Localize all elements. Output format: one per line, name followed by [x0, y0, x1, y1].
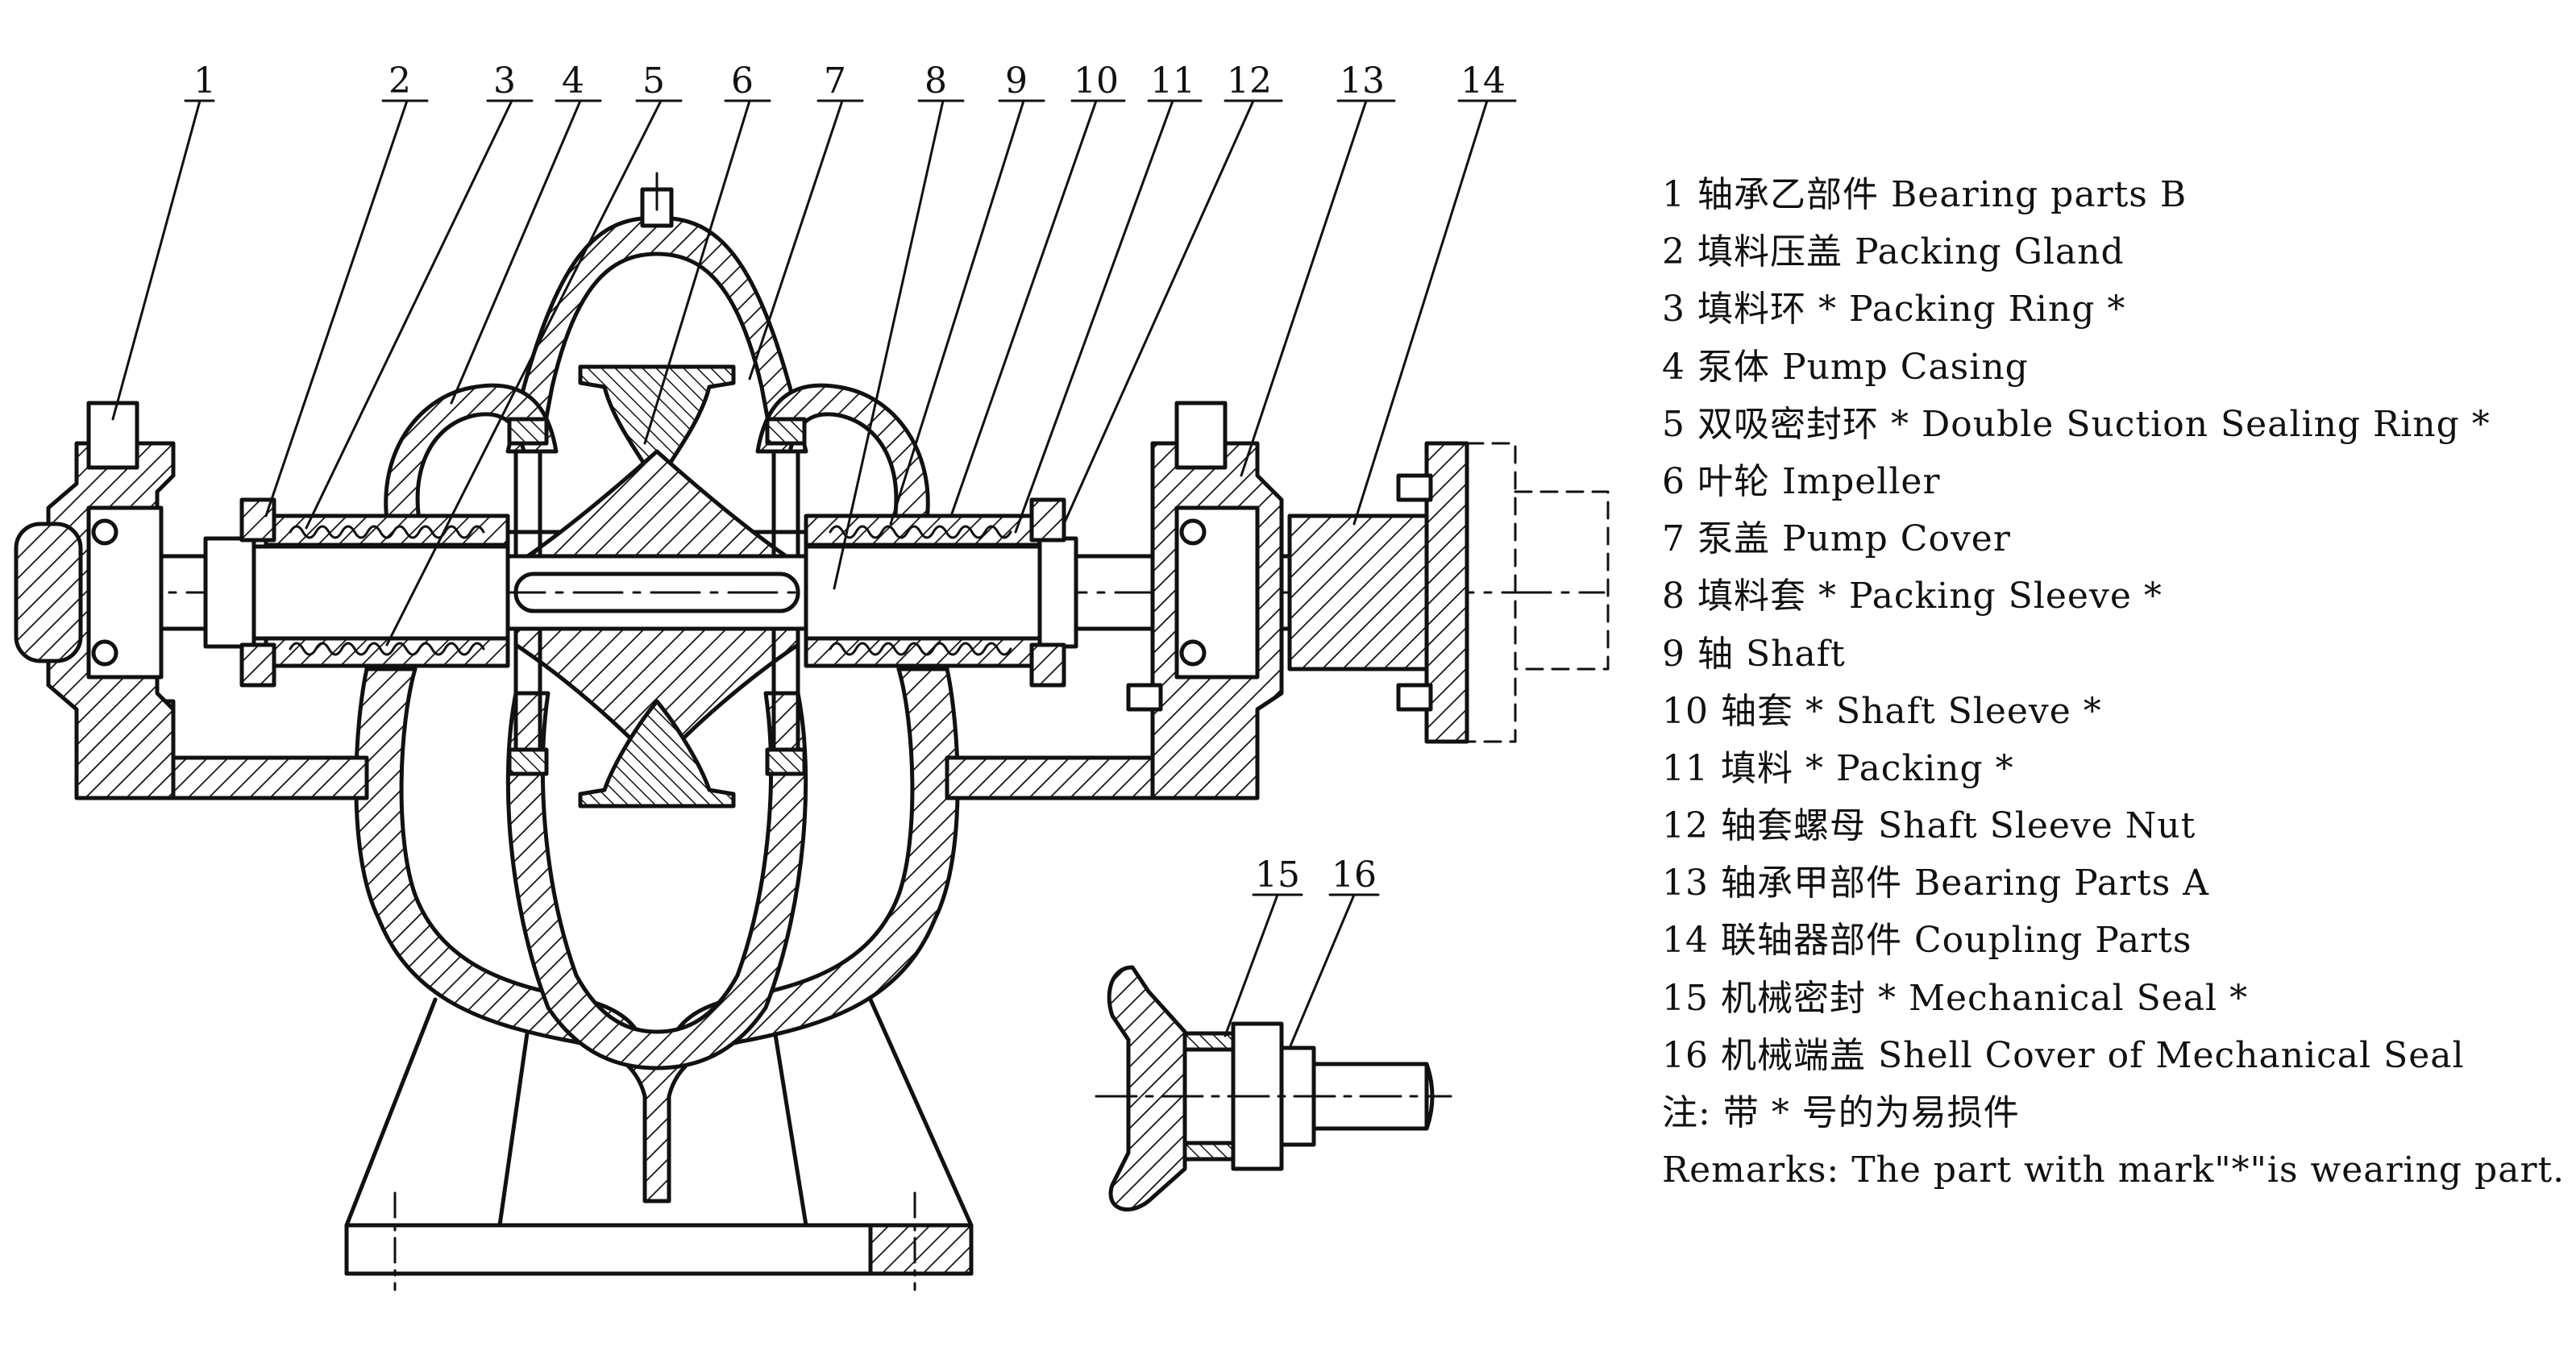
callout-1: 1	[193, 60, 216, 102]
legend-item-13: 13 轴承甲部件 Bearing Parts A	[1662, 863, 2210, 904]
legend-item-16: 16 机械端盖 Shell Cover of Mechanical Seal	[1662, 1034, 2465, 1076]
callout-leaders	[111, 99, 1517, 1050]
legend-item-14: 14 联轴器部件 Coupling Parts	[1662, 920, 2192, 962]
remarks-line: Remarks: The part with mark"*"is wearing…	[1662, 1149, 2566, 1191]
callout-12: 12	[1227, 60, 1272, 102]
mechanical-seal-inset	[1095, 965, 1452, 1212]
callout-6: 6	[731, 60, 754, 102]
legend-item-7: 7 泵盖 Pump Cover	[1662, 518, 2011, 560]
double-suction-sealing-rings	[507, 417, 807, 776]
legend-item-5: 5 双吸密封环 * Double Suction Sealing Ring *	[1662, 403, 2491, 445]
callout-7: 7	[824, 60, 846, 102]
callout-8: 8	[924, 60, 947, 102]
parts-legend: 1 轴承乙部件 Bearing parts B 2 填料压盖 Packing G…	[1662, 166, 2565, 1199]
legend-item-1: 1 轴承乙部件 Bearing parts B	[1662, 174, 2188, 215]
callout-13: 13	[1340, 60, 1385, 102]
callout-16: 16	[1332, 854, 1377, 896]
callout-4: 4	[562, 60, 584, 102]
callout-10: 10	[1074, 60, 1119, 102]
callout-3: 3	[493, 60, 516, 102]
bearing-housing-a	[1126, 401, 1284, 800]
callout-15: 15	[1255, 854, 1300, 896]
callout-9: 9	[1005, 60, 1028, 102]
callout-14: 14	[1460, 60, 1506, 102]
pump-casing-lower	[354, 667, 960, 1203]
bearing-housing-b	[14, 401, 176, 800]
callout-11: 11	[1150, 60, 1195, 102]
legend-item-2: 2 填料压盖 Packing Gland	[1662, 231, 2125, 273]
legend-item-8: 8 填料套 * Packing Sleeve *	[1662, 576, 2163, 617]
callout-2: 2	[388, 60, 411, 102]
legend-item-3: 3 填料环 * Packing Ring *	[1662, 289, 2126, 330]
legend-item-11: 11 填料 * Packing *	[1662, 747, 2014, 789]
legend-item-6: 6 叶轮 Impeller	[1662, 460, 1941, 502]
stuffing-box-left	[264, 513, 510, 668]
packing-glands	[239, 497, 1066, 688]
pump-base	[344, 997, 974, 1291]
shaft-sleeves	[203, 536, 1078, 649]
callout-labels: 1 2 3 4 5 6 7 8 9 10 11 12 13 14 15 16	[193, 60, 1506, 896]
legend-item-15: 15 机械密封 * Mechanical Seal *	[1662, 977, 2249, 1019]
legend-item-10: 10 轴套 * Shaft Sleeve *	[1662, 690, 2102, 732]
legend-item-4: 4 泵体 Pump Casing	[1662, 346, 2029, 388]
legend-item-12: 12 轴套螺母 Shaft Sleeve Nut	[1662, 805, 2196, 847]
legend-item-9: 9 轴 Shaft	[1662, 633, 1846, 675]
wearing-part-note: 注: 带 * 号的为易损件	[1662, 1092, 2020, 1133]
pump-cross-section-drawing: 1 2 3 4 5 6 7 8 9 10 11 12 13 14 15 16	[14, 60, 1610, 1291]
coupling	[1287, 441, 1610, 744]
callout-5: 5	[642, 60, 665, 102]
